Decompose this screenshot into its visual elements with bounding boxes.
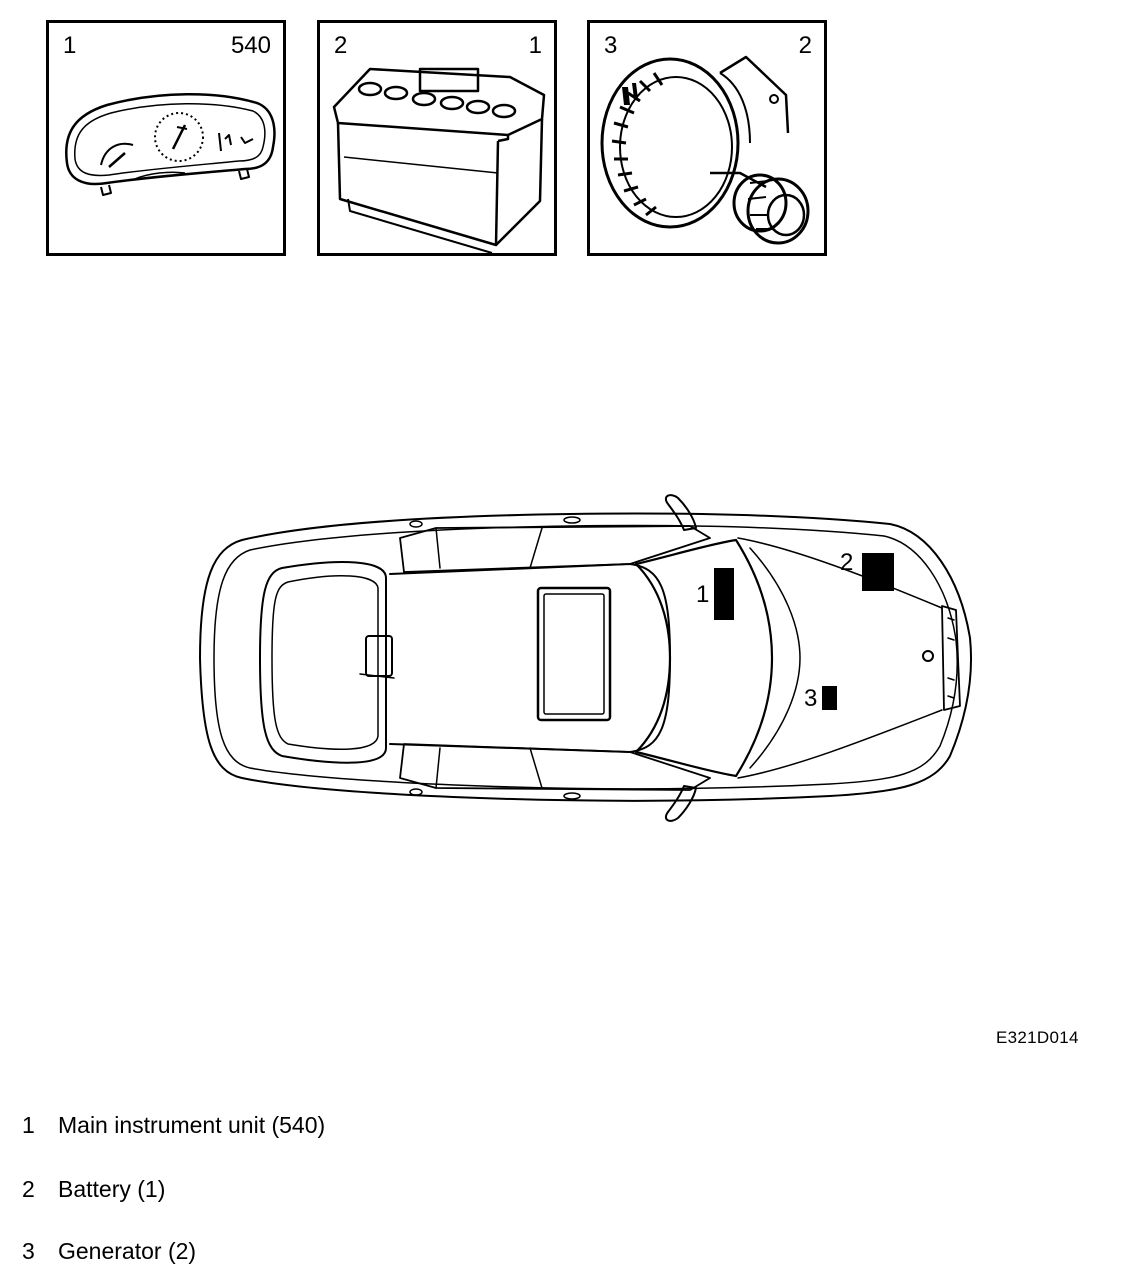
- legend-item: 2 Battery (1): [22, 1176, 165, 1202]
- legend-item: 1 Main instrument unit (540): [22, 1112, 325, 1138]
- location-marker-generator: [822, 686, 837, 710]
- car-top-view-illustration: [199, 494, 973, 822]
- instrument-cluster-illustration: [65, 92, 276, 196]
- legend-text: Generator (2): [58, 1238, 197, 1264]
- legend-item: 3 Generator (2): [22, 1238, 196, 1264]
- panel-component-code: 1: [528, 32, 542, 59]
- legend-number: 3: [22, 1238, 35, 1264]
- legend-number: 1: [22, 1112, 35, 1138]
- panel-index: 1: [63, 32, 77, 59]
- mirror-bottom: [664, 785, 697, 822]
- panel-component-code: 2: [798, 32, 812, 59]
- callout-label-battery: 2: [840, 549, 854, 576]
- generator-panel: 3 2: [587, 20, 827, 256]
- instrument-unit-panel: 1 540: [46, 20, 286, 256]
- legend-number: 2: [22, 1176, 35, 1202]
- legend-text: Battery (1): [58, 1176, 166, 1202]
- battery-panel: 2 1: [317, 20, 557, 256]
- panel-index: 3: [604, 32, 618, 59]
- car-body-outline: [199, 512, 973, 802]
- location-marker-instrument-unit: [714, 568, 734, 620]
- callout-label-generator: 3: [804, 685, 818, 712]
- figure-code: E321D014: [996, 1028, 1079, 1047]
- generator-illustration: [600, 55, 810, 245]
- battery-illustration: [332, 67, 546, 253]
- mirror-top: [664, 494, 697, 531]
- panel-component-code: 540: [230, 32, 271, 59]
- location-marker-battery: [862, 553, 894, 591]
- legend-text: Main instrument unit (540): [58, 1112, 326, 1138]
- panel-index: 2: [334, 32, 348, 59]
- callout-label-instrument-unit: 1: [696, 581, 710, 608]
